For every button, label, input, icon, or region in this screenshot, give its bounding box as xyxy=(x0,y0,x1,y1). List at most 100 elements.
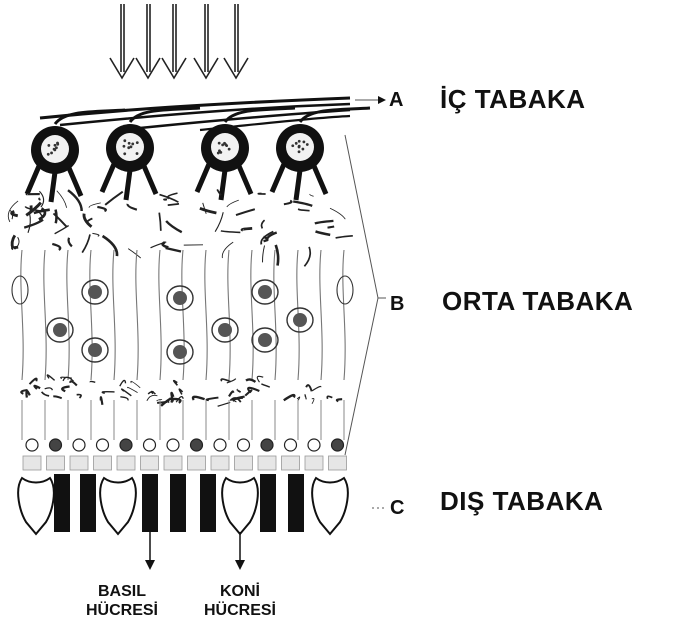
bipolar-nucleus xyxy=(218,323,232,337)
cell-column-line xyxy=(182,250,184,380)
synapse-fiber xyxy=(131,381,140,387)
dendrite-branch xyxy=(330,208,345,219)
light-arrow-head xyxy=(136,58,160,78)
inner-segment xyxy=(164,456,182,470)
nucleus-granule xyxy=(55,146,58,149)
synapse-fiber xyxy=(47,375,54,380)
middle-layer-label: ORTA TABAKA xyxy=(442,286,633,317)
label-b-letter: B xyxy=(390,293,404,316)
layer-bracket xyxy=(345,100,386,508)
label-a-arrowhead xyxy=(378,96,386,104)
cell-column-line xyxy=(320,250,322,380)
synapse-fiber xyxy=(122,389,132,396)
dendrite-branch xyxy=(105,192,123,205)
bipolar-nucleus xyxy=(293,313,307,327)
bipolar-nucleus xyxy=(88,285,102,299)
dendrite-branch xyxy=(69,238,72,247)
synapse-fiber xyxy=(179,389,182,394)
synaptic-band xyxy=(21,375,344,440)
cell-column-line xyxy=(274,250,276,380)
bipolar-cell-layer xyxy=(12,250,353,380)
nucleus-granule xyxy=(301,148,304,151)
synapse-fiber xyxy=(257,376,263,382)
nucleus-granule xyxy=(298,150,301,153)
inner-segment xyxy=(282,456,300,470)
dendrite-branch xyxy=(293,202,312,206)
cell-column-line xyxy=(205,250,207,380)
photoreceptor-nucleus xyxy=(285,439,297,451)
dendrite-layer xyxy=(8,189,353,266)
synapse-fiber xyxy=(327,396,332,399)
synapse-fiber xyxy=(248,388,259,392)
synapse-fiber xyxy=(171,393,173,402)
synapse-fiber xyxy=(26,391,29,398)
synapse-fiber xyxy=(101,397,103,405)
synapse-fiber xyxy=(305,395,306,400)
synapse-fiber xyxy=(152,392,154,394)
dendrite-branch xyxy=(328,227,335,228)
basil-pointer-arrowhead xyxy=(145,560,155,570)
basil-label-line1: BASIL xyxy=(67,582,177,601)
synapse-fiber xyxy=(53,396,61,398)
synapse-fiber xyxy=(218,403,230,407)
nucleus-granule xyxy=(228,148,231,151)
light-arrow-head xyxy=(224,58,248,78)
nucleus-granule xyxy=(298,140,301,143)
inner-segment xyxy=(141,456,159,470)
photoreceptor-nucleus xyxy=(238,439,250,451)
synapse-fiber xyxy=(102,392,114,394)
edge-cell-body xyxy=(12,276,28,304)
synapse-fiber xyxy=(147,395,158,400)
dendrite-branch xyxy=(168,204,179,205)
rod-cell xyxy=(142,474,158,532)
synapse-fiber xyxy=(337,399,342,401)
cell-column-line xyxy=(44,250,46,380)
koni-label-line1: KONİ xyxy=(185,582,295,601)
nucleus-granule xyxy=(136,141,139,144)
synapse-fiber xyxy=(120,380,126,386)
nucleus-granule xyxy=(53,148,56,151)
synapse-fiber xyxy=(45,388,53,390)
dendrite-branch xyxy=(316,231,331,234)
cell-column-line xyxy=(228,250,230,380)
nucleus-granule xyxy=(50,152,53,155)
nucleus-granule xyxy=(47,144,50,147)
dendrite-branch xyxy=(200,208,217,213)
dendrite-branch xyxy=(13,247,19,249)
dendrite-branch xyxy=(166,221,182,232)
synapse-fiber xyxy=(157,399,163,401)
light-arrow-head xyxy=(194,58,218,78)
koni-pointer-arrowhead xyxy=(235,560,245,570)
nucleus-granule xyxy=(123,139,126,142)
dendrite-branch xyxy=(39,198,40,199)
light-arrow-head xyxy=(110,58,134,78)
photoreceptor-nucleus xyxy=(97,439,109,451)
basil-label-line2: HÜCRESİ xyxy=(67,601,177,620)
koni-cell-label: KONİ HÜCRESİ xyxy=(185,582,295,620)
dendrite-branch xyxy=(166,248,181,251)
nucleus-granule xyxy=(136,152,139,155)
dendrite-branch xyxy=(128,204,137,210)
nucleus-granule xyxy=(123,152,126,155)
synapse-fiber xyxy=(157,402,168,403)
photoreceptor-nucleus xyxy=(332,439,344,451)
nucleus-granule xyxy=(302,140,305,143)
nucleus-granule xyxy=(219,151,222,154)
cell-column-line xyxy=(113,250,115,380)
synapse-fiber xyxy=(70,381,77,385)
photoreceptor-row xyxy=(18,474,348,534)
inner-segment xyxy=(211,456,229,470)
synapse-fiber xyxy=(312,398,314,403)
synapse-fiber xyxy=(62,386,69,391)
dendrite-branch xyxy=(284,201,292,205)
rod-cell xyxy=(260,474,276,532)
inner-layer-label: İÇ TABAKA xyxy=(440,84,586,115)
synapse-fiber xyxy=(127,387,137,392)
dendrite-branch xyxy=(242,228,252,230)
synapse-fiber xyxy=(312,386,321,390)
dendrite-branch xyxy=(52,244,60,250)
dendrite-branch xyxy=(159,213,161,231)
nucleus-granule xyxy=(131,143,134,146)
basil-cell-label: BASIL HÜCRESİ xyxy=(67,582,177,620)
